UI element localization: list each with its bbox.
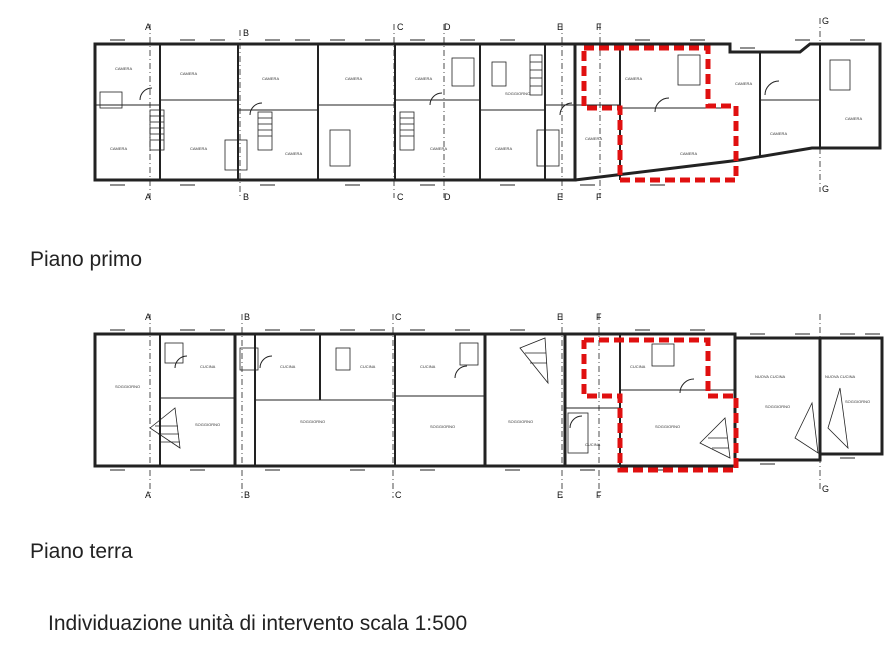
section-marker-e-bottom: E <box>557 192 563 202</box>
section-marker-c-bottom-ground: C <box>395 490 402 500</box>
svg-text:SOGGIORNO: SOGGIORNO <box>845 399 870 404</box>
section-marker-f-bottom-ground: F <box>596 490 602 500</box>
svg-text:NUOVA CUCINA: NUOVA CUCINA <box>755 374 785 379</box>
intervention-unit-outline-ground <box>581 337 739 473</box>
svg-text:CUCINA: CUCINA <box>200 364 216 369</box>
svg-text:CAMERA: CAMERA <box>625 76 642 81</box>
section-marker-a-bottom-ground: A <box>145 490 151 500</box>
section-marker-e-top: E <box>557 22 563 32</box>
svg-text:CAMERA: CAMERA <box>115 66 132 71</box>
section-marker-b-bottom-ground: B <box>244 490 250 500</box>
first-floor-outer-wall-west <box>93 42 577 182</box>
svg-text:CAMERA: CAMERA <box>190 146 207 151</box>
section-marker-a-bottom: A <box>145 192 151 202</box>
svg-text:CAMERA: CAMERA <box>495 146 512 151</box>
svg-text:CUCINA: CUCINA <box>420 364 436 369</box>
section-marker-d-bottom: D <box>444 192 451 202</box>
section-marker-f-bottom: F <box>596 192 602 202</box>
first-floor-plan: CAMERA CAMERA CAMERA CAMERA CAMERA SOGGIORN… <box>93 16 882 202</box>
svg-text:SOGGIORNO: SOGGIORNO <box>195 422 220 427</box>
svg-text:CUCINA: CUCINA <box>630 364 646 369</box>
svg-text:SOGGIORNO: SOGGIORNO <box>300 419 325 424</box>
section-marker-b-top: B <box>243 28 249 38</box>
section-marker-d-top: D <box>444 22 451 32</box>
section-marker-a-top-ground: A <box>145 312 151 322</box>
svg-text:NUOVA CUCINA: NUOVA CUCINA <box>825 374 855 379</box>
first-floor-outer-wall-east <box>574 42 882 182</box>
svg-text:SOGGIORNO: SOGGIORNO <box>765 404 790 409</box>
section-marker-c-top-ground: C <box>395 312 402 322</box>
section-marker-g-bottom-ground: G <box>822 484 829 494</box>
svg-text:CAMERA: CAMERA <box>845 116 862 121</box>
section-marker-g-bottom: G <box>822 184 829 194</box>
section-marker-c-top: C <box>397 22 404 32</box>
section-marker-b-top-ground: B <box>244 312 250 322</box>
scale-note: Individuazione unità di intervento scala… <box>48 612 468 635</box>
first-floor-caption: Piano primo <box>30 248 143 271</box>
svg-text:CAMERA: CAMERA <box>585 136 602 141</box>
svg-text:CAMERA: CAMERA <box>415 76 432 81</box>
svg-text:CUCINA: CUCINA <box>585 442 601 447</box>
section-marker-g-top: G <box>822 16 829 26</box>
intervention-unit-outline-first <box>581 45 739 183</box>
section-marker-f-top: F <box>596 22 602 32</box>
svg-text:SOGGIORNO: SOGGIORNO <box>508 419 533 424</box>
svg-text:SOGGIORNO: SOGGIORNO <box>115 384 140 389</box>
svg-text:CUCINA: CUCINA <box>360 364 376 369</box>
svg-text:CAMERA: CAMERA <box>110 146 127 151</box>
ground-floor-caption: Piano terra <box>30 540 133 563</box>
svg-text:CUCINA: CUCINA <box>280 364 296 369</box>
section-marker-b-bottom: B <box>243 192 249 202</box>
section-marker-e-top-ground: E <box>557 312 563 322</box>
svg-text:SOGGIORNO: SOGGIORNO <box>505 91 530 96</box>
svg-text:CAMERA: CAMERA <box>262 76 279 81</box>
section-marker-f-top-ground: F <box>596 312 602 322</box>
svg-text:CAMERA: CAMERA <box>345 76 362 81</box>
svg-text:CAMERA: CAMERA <box>735 81 752 86</box>
section-marker-c-bottom: C <box>397 192 404 202</box>
svg-text:SOGGIORNO: SOGGIORNO <box>430 424 455 429</box>
svg-text:CAMERA: CAMERA <box>430 146 447 151</box>
svg-text:SOGGIORNO: SOGGIORNO <box>655 424 680 429</box>
svg-text:CAMERA: CAMERA <box>770 131 787 136</box>
svg-text:CAMERA: CAMERA <box>180 71 197 76</box>
svg-text:CAMERA: CAMERA <box>680 151 697 156</box>
section-marker-a-top: A <box>145 22 151 32</box>
section-marker-e-bottom-ground: E <box>557 490 563 500</box>
ground-floor-plan: SOGGIORNO CUCINA SOGGIORNO CUCINA CUCINA SO… <box>93 312 884 500</box>
svg-text:CAMERA: CAMERA <box>285 151 302 156</box>
